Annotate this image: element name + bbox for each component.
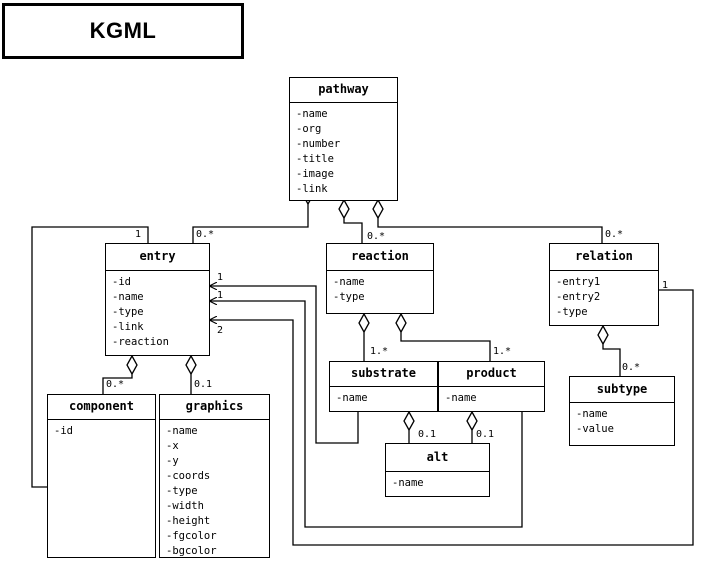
substrate-alt-diamond	[403, 410, 415, 432]
component-class: component -id	[47, 394, 156, 558]
substrate-class-name: substrate	[330, 362, 437, 387]
multiplicity-reaction-product: 1.*	[493, 346, 512, 357]
entry-graphics-diamond	[185, 354, 197, 376]
product-alt-diamond	[466, 410, 478, 432]
subtype-attributes: -name -value	[570, 403, 674, 437]
relation-attribute: -entry1	[556, 276, 601, 288]
graphics-attribute: -type	[166, 485, 198, 497]
multiplicity-pathway-entry: 0.*	[196, 229, 215, 240]
reaction-class-name: reaction	[327, 244, 433, 271]
graphics-attributes: -name -x -y -coords -type -width -height -fgcol…	[160, 420, 269, 559]
pathway-class-name: pathway	[290, 78, 397, 103]
graphics-attribute: -bgcolor	[166, 545, 217, 557]
reaction-substrate-diamond	[358, 312, 370, 334]
subtype-class-name: subtype	[570, 377, 674, 403]
relation-attribute: -entry2	[556, 291, 601, 303]
substrate-entry-reference	[210, 286, 359, 444]
multiplicity-reaction-substrate: 1.*	[370, 346, 389, 357]
subtype-class: subtype -name -value	[569, 376, 675, 446]
multiplicity-pathway-relation: 0.*	[605, 229, 624, 240]
pathway-attribute: -title	[296, 153, 334, 165]
component-class-name: component	[48, 395, 155, 420]
graphics-attribute: -height	[166, 515, 211, 527]
graphics-attribute: -fgcolor	[166, 530, 217, 542]
multiplicity-pathway-reaction: 0.*	[367, 231, 386, 242]
pathway-relation-connector	[377, 218, 603, 243]
multiplicity-entry-product-ref: 1	[217, 290, 224, 301]
entry-attribute: -link	[112, 321, 144, 333]
product-class: product -name	[438, 361, 545, 412]
multiplicity-entry-graphics: 0.1	[194, 379, 213, 390]
graphics-attribute: -name	[166, 425, 198, 437]
relation-subtype-diamond	[597, 324, 609, 346]
pathway-attribute: -image	[296, 168, 334, 180]
reaction-product-diamond	[395, 312, 407, 334]
subtype-attribute: -name	[576, 408, 608, 420]
product-attributes: -name	[439, 387, 544, 406]
reaction-attribute: -name	[333, 276, 365, 288]
reaction-product-connector	[400, 332, 491, 361]
entry-attributes: -id -name -type -link -reaction	[106, 271, 209, 350]
multiplicity-product-alt: 0.1	[476, 429, 495, 440]
relation-class-name: relation	[550, 244, 658, 271]
reaction-class: reaction -name -type	[326, 243, 434, 314]
pathway-reaction-connector	[343, 218, 363, 243]
graphics-class-name: graphics	[160, 395, 269, 420]
subtype-attribute: -value	[576, 423, 614, 435]
graphics-attribute: -width	[166, 500, 204, 512]
pathway-class: pathway -name -org -number -title -image -lin…	[289, 77, 398, 201]
relation-entry-reference	[210, 289, 694, 546]
relation-class: relation -entry1 -entry2 -type	[549, 243, 659, 326]
pathway-attributes: -name -org -number -title -image -link	[290, 103, 397, 197]
entry-class-name: entry	[106, 244, 209, 271]
alt-attribute: -name	[392, 477, 424, 489]
product-class-name: product	[439, 362, 544, 387]
relation-subtype-connector	[602, 344, 621, 376]
pathway-relation-diamond	[372, 198, 384, 220]
entry-class: entry -id -name -type -link -reaction	[105, 243, 210, 356]
alt-attributes: -name	[386, 472, 489, 491]
entry-component-connector	[102, 374, 133, 394]
pathway-attribute: -org	[296, 123, 322, 135]
entry-component-diamond	[126, 354, 138, 376]
substrate-attributes: -name	[330, 387, 437, 406]
multiplicity-component-entry: 1	[135, 229, 142, 240]
graphics-attribute: -y	[166, 455, 179, 467]
pathway-attribute: -link	[296, 183, 328, 195]
substrate-attribute: -name	[336, 392, 368, 404]
entry-attribute: -id	[112, 276, 131, 288]
multiplicity-relation-subtype: 0.*	[622, 362, 641, 373]
multiplicity-relation-entry: 1	[662, 280, 669, 291]
diagram-title: KGML	[2, 3, 244, 59]
multiplicity-entry-component: 0.*	[106, 379, 125, 390]
multiplicity-substrate-alt: 0.1	[418, 429, 437, 440]
relation-attribute: -type	[556, 306, 588, 318]
product-attribute: -name	[445, 392, 477, 404]
component-attribute: -id	[54, 425, 73, 437]
reaction-attribute: -type	[333, 291, 365, 303]
multiplicity-entry-substrate-ref: 1	[217, 272, 224, 283]
component-attributes: -id	[48, 420, 155, 439]
alt-class: alt -name	[385, 443, 490, 497]
multiplicity-entry-relation-ref: 2	[217, 325, 224, 336]
alt-class-name: alt	[386, 444, 489, 472]
pathway-reaction-diamond	[338, 198, 350, 220]
entry-attribute: -type	[112, 306, 144, 318]
pathway-attribute: -number	[296, 138, 341, 150]
graphics-attribute: -x	[166, 440, 179, 452]
graphics-class: graphics -name -x -y -coords -type -width -hei…	[159, 394, 270, 558]
reaction-attributes: -name -type	[327, 271, 433, 305]
relation-attributes: -entry1 -entry2 -type	[550, 271, 658, 320]
substrate-class: substrate -name	[329, 361, 438, 412]
entry-attribute: -reaction	[112, 336, 169, 348]
pathway-entry-connector	[192, 204, 309, 243]
product-entry-reference	[210, 301, 523, 528]
component-entry-connector	[31, 226, 149, 488]
entry-attribute: -name	[112, 291, 144, 303]
pathway-attribute: -name	[296, 108, 328, 120]
graphics-attribute: -coords	[166, 470, 211, 482]
